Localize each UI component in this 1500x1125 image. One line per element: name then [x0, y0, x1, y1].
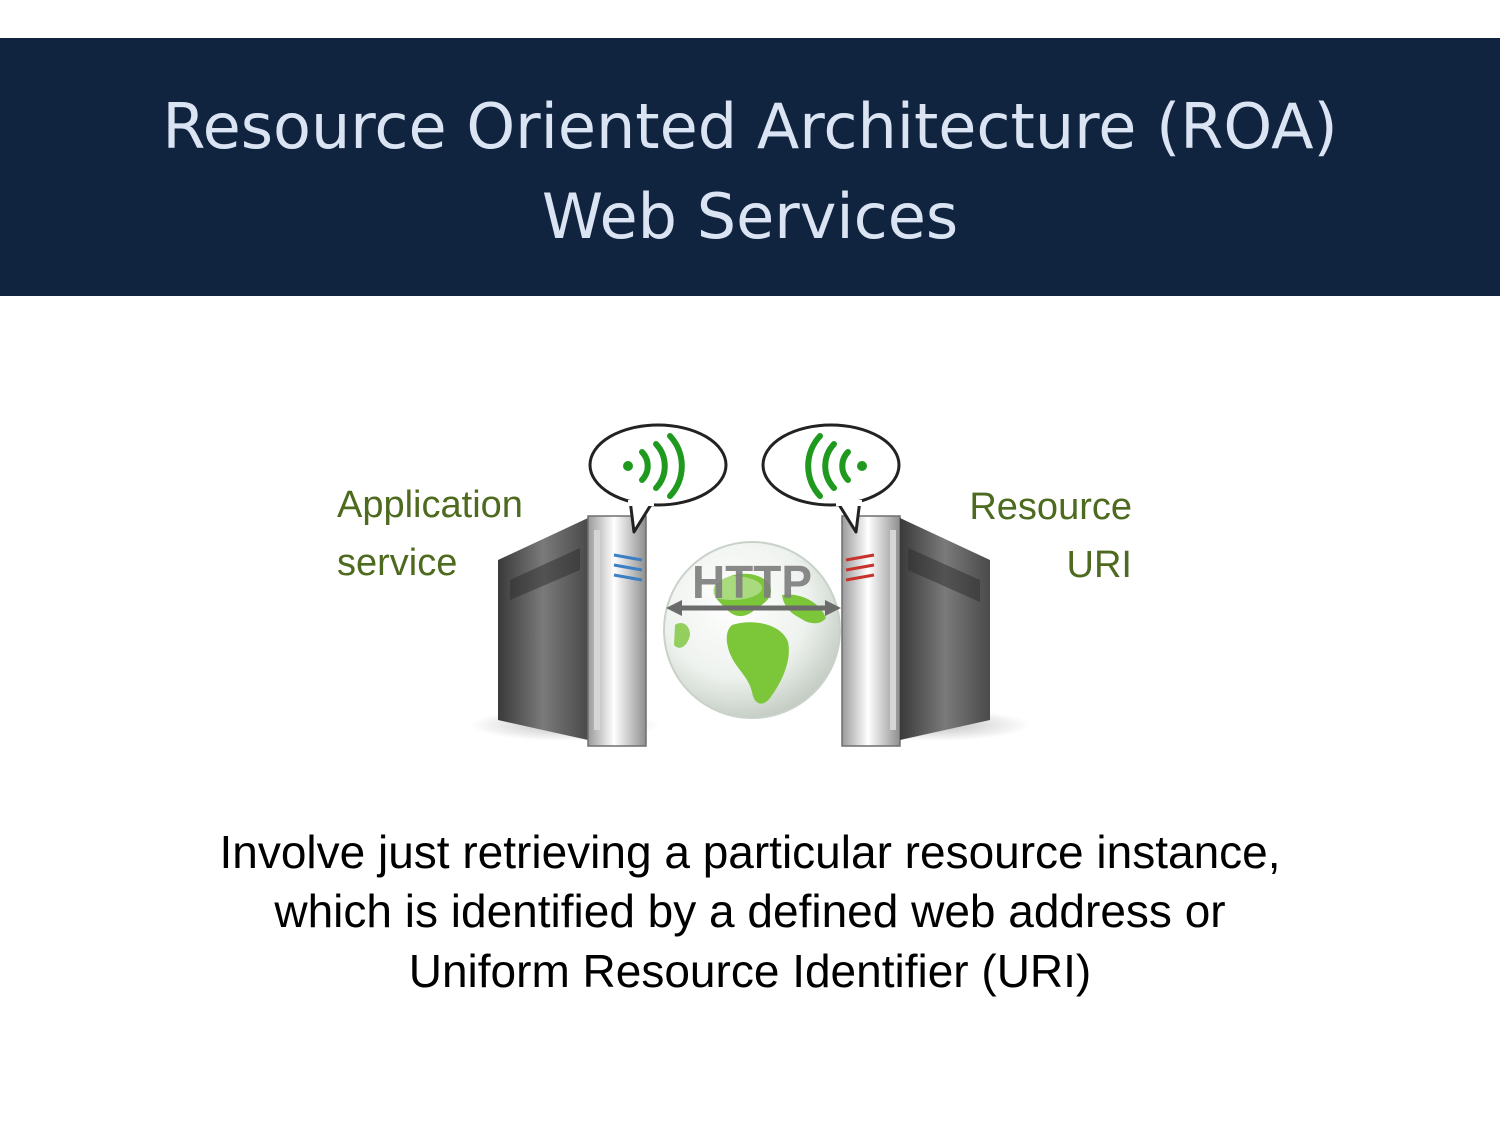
client-server-diagram: HTTP — [470, 423, 1030, 747]
left-server-stripes — [613, 553, 643, 582]
wireless-signal-icon — [623, 433, 685, 499]
resource-server-icon — [841, 515, 990, 747]
slide-title-line-2: Web Services — [541, 180, 959, 253]
title-bar — [0, 38, 1500, 296]
right-server-stripes — [845, 553, 875, 582]
caption-line-3: Uniform Resource Identifier (URI) — [408, 945, 1092, 997]
caption-line-1: Involve just retrieving a particular res… — [219, 826, 1281, 878]
application-label-line-1: Application — [337, 484, 523, 526]
resource-uri-label: Resource URI — [930, 478, 1132, 594]
slide-title-line-1: Resource Oriented Architecture (ROA) — [162, 90, 1338, 163]
resource-label-line-1: Resource — [969, 486, 1132, 528]
application-label-line-2: service — [337, 542, 458, 584]
bidirectional-arrow-icon — [666, 600, 841, 616]
wireless-signal-icon — [805, 433, 867, 499]
right-signal-bubble — [761, 423, 901, 534]
resource-label-line-2: URI — [1066, 544, 1132, 586]
application-server-icon — [498, 515, 647, 747]
caption-line-2: which is identified by a defined web add… — [274, 885, 1226, 937]
application-service-label: Application service — [337, 476, 523, 592]
http-label: HTTP — [692, 556, 812, 608]
globe-icon — [663, 541, 841, 719]
left-signal-bubble — [588, 423, 728, 534]
